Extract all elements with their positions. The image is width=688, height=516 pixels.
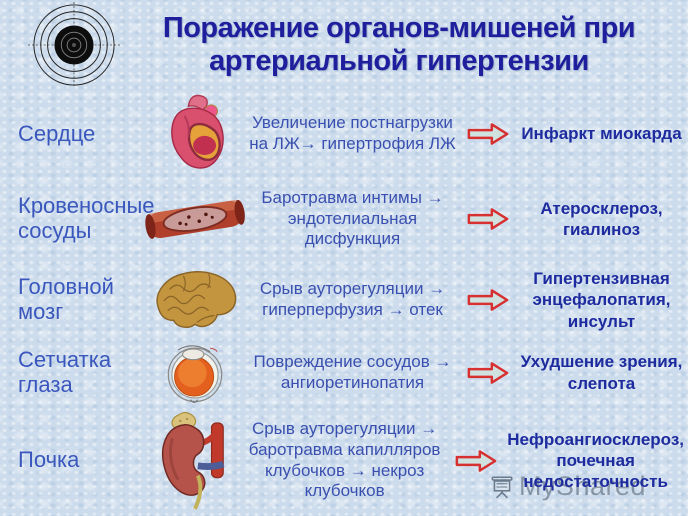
slide-title: Поражение органов-мишеней при артериальн… — [162, 12, 636, 78]
table-row-vessels: Кровеносные сосуды — [0, 178, 688, 260]
outcome-text: Атеросклероз, гиалиноз — [540, 198, 663, 239]
table-row-kidney: Почка Срыв ауторегуляции → баротравма ка… — [0, 405, 688, 516]
mechanism-text: Увеличение постнагрузки на ЛЖ→ гипертроф… — [249, 113, 456, 153]
eye-image — [167, 344, 223, 403]
outcome-text: Ухудшение зрения, слепота — [520, 352, 683, 393]
red-block-arrow-icon — [467, 289, 508, 311]
mechanism-text: Срыв ауторегуляции → баротравма капилляр… — [248, 419, 441, 501]
mechanism-text: Срыв ауторегуляции → гиперперфузия → оте… — [259, 279, 446, 319]
watermark-text: MyShared — [518, 471, 646, 501]
brain-image — [156, 271, 237, 328]
slide-header: Поражение органов-мишеней при артериальн… — [0, 0, 688, 90]
red-block-arrow-icon — [467, 208, 508, 230]
kidney-image — [161, 411, 225, 510]
mechanism-text: Повреждение сосудов → ангиоретинопатия — [253, 351, 452, 392]
table-row-heart: Сердце Увеличение постнагрузки на ЛЖ→ ги… — [0, 90, 688, 178]
organ-label: Сетчатка глаза — [18, 346, 112, 397]
red-block-arrow-icon — [456, 449, 497, 472]
table-row-brain: Головной мозг Срыв ауторегуляции → гипер… — [0, 260, 688, 340]
projector-screen-icon — [491, 475, 513, 498]
organ-label: Головной мозг — [18, 274, 114, 324]
heart-image — [171, 94, 224, 169]
organ-label: Почка — [18, 447, 80, 473]
shooting-target-icon — [28, 2, 120, 88]
red-block-arrow-icon — [467, 361, 508, 384]
watermark: MyShared — [489, 471, 646, 502]
red-block-arrow-icon — [467, 123, 508, 145]
outcome-text: Гипертензивная энцефалопатия, инсульт — [532, 269, 671, 331]
organ-label: Кровеносные сосуды — [18, 193, 155, 243]
organ-label: Сердце — [18, 120, 96, 146]
outcome-text: Инфаркт миокарда — [521, 124, 682, 144]
outcome-text: Нефроангиосклероз, почечная недостаточно… — [507, 429, 684, 492]
blood-vessel-image — [145, 199, 245, 239]
table-row-retina: Сетчатка глаза Повреждение сосудов → анг… — [0, 340, 688, 405]
organ-table: Сердце Увеличение постнагрузки на ЛЖ→ ги… — [0, 90, 688, 516]
mechanism-text: Баротравма интимы → эндотелиальная дисфу… — [261, 187, 444, 249]
